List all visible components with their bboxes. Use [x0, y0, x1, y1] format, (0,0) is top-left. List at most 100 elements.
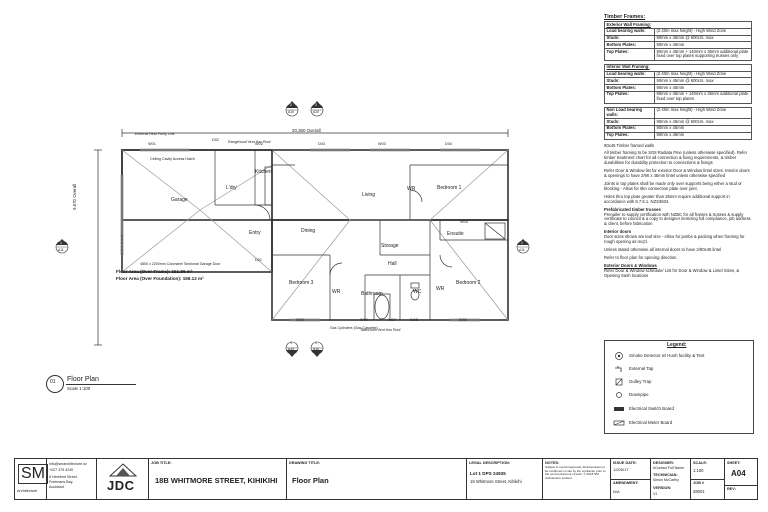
room-hall: Hall [388, 261, 397, 267]
job-title-cell: JOB TITLE: 18B WHITMORE STREET, KIHIKIHI [149, 459, 287, 499]
drawing-title-label: DRAWING TITLE: [289, 461, 321, 465]
interior-framing-table: Interior Wall Framing: Load bearing wall… [604, 63, 752, 104]
section-num: 1 [60, 241, 62, 245]
scale-cell: SCALE: 1:100 JOB # 28001 [691, 459, 725, 499]
notes-cell: NOTES: Subject to council approval. All … [543, 459, 611, 499]
room-dining: Dining [301, 228, 316, 234]
firm-logo: SM [18, 464, 48, 484]
overall-dimension: 20,360 Overall [292, 128, 321, 133]
job-title-label: JOB TITLE: [151, 461, 172, 465]
electrical-meter-board-icon [613, 420, 625, 426]
window-tag: W09 [360, 318, 368, 322]
legal-label: LEGAL DESCRIPTION: [469, 461, 511, 465]
gas-cylinders-note: Gas Cylinders (Gas Cassette) [330, 326, 378, 330]
spec-key: Load bearing walls: [604, 70, 655, 79]
contact-address-2: Freemans Bay, [49, 480, 74, 484]
window-tag: W07 [388, 318, 396, 322]
view-scale: Scale 1:100 [67, 386, 91, 391]
divider [691, 479, 725, 480]
section-num: 1 [521, 241, 523, 245]
window-tag: D03 [318, 142, 325, 146]
spec-value: (2.40m max height) - High Wind Zone [654, 70, 752, 79]
section-marker [310, 341, 324, 357]
doors-heading: Interior doors [604, 229, 632, 235]
legend-label: Gulley Trap [629, 379, 652, 384]
contact-address-1: 8 Hereford Street, [49, 475, 78, 479]
spec-value: 90mm x 45mm + 140mm x 35mm additional pl… [654, 48, 752, 61]
room-kitchen: Kitchen [255, 169, 272, 175]
section-sheet: A10 [313, 347, 320, 351]
legend-label: Electrical Meter Board [629, 420, 673, 425]
spec-value: (2.40m max height) - High Wind Zone [654, 106, 752, 120]
note-timber-grade: All timber framing to be SG8 Radiata Pin… [604, 150, 748, 166]
floor-plan-drawing [94, 129, 509, 346]
spec-value: (2.40m max height) - High Wind Zone [654, 27, 752, 36]
room-wr-3: WR [436, 286, 445, 292]
section-marker [55, 239, 69, 254]
legend-label: External Tap [629, 366, 654, 371]
external-heat-pump-note: External Heat Pump Unit [135, 132, 175, 136]
scale: 1:100 [693, 468, 704, 473]
smoke-detector-icon [615, 352, 623, 360]
window-tag: W06 [459, 318, 467, 322]
external-tap-icon [615, 366, 622, 372]
builder-logo-cell: JDC [97, 459, 149, 499]
section-marker [516, 239, 530, 254]
dates-cell: ISSUE DATE: 12/05/17 AMENDMENT: N/A [611, 459, 651, 499]
window-tag: W08 [296, 318, 304, 322]
amendment-label: AMENDMENT: [613, 481, 639, 485]
window-tag: W03 [378, 142, 386, 146]
note-frame-type: 90x45 Timber framed walls [604, 142, 655, 148]
ceiling-hatch-note: Ceiling Cavity Access Hatch [150, 157, 195, 161]
section-marker [285, 341, 299, 357]
notes-label: NOTES: [545, 461, 560, 465]
legend-panel: Legend: Smoke Detector w/ Hush facility … [604, 340, 754, 434]
prefab-heading: Prefabricated timber trusses [604, 206, 661, 212]
builder-logo: JDC [107, 478, 135, 493]
version-label: VERSION: [653, 486, 672, 490]
legend-label: Downpipe [629, 392, 649, 397]
section-num: 1 [290, 341, 292, 345]
window-tag: W01 [148, 142, 156, 146]
legend-label: Electrical Switch Board [629, 406, 674, 411]
room-wc: WC [413, 289, 422, 295]
section-marker [310, 101, 324, 117]
prefab-text: Prenailer to supply certification with N… [604, 211, 751, 227]
doors-lintel-text: Unless stated otherwise all internal doo… [604, 246, 722, 252]
section-sheet: A11 [58, 248, 64, 252]
legal-cell: LEGAL DESCRIPTION: Lot 1 DPS 24935 18 Wh… [467, 459, 543, 499]
ext-text: Refer Door & Window schedule/ List for D… [604, 267, 740, 278]
spec-key: Non Load bearing walls: [604, 106, 655, 120]
room-living: Living [362, 192, 376, 198]
rangehood-note: Rangehood Vent thru Roof [228, 140, 271, 144]
legend-title: Legend: [667, 342, 687, 348]
drawing-title: Floor Plan [292, 476, 329, 485]
room-wr-2: WR [332, 289, 341, 295]
room-laundry: L'dry [226, 185, 237, 191]
version: V1 [653, 492, 658, 496]
room-wr-1: WR [407, 186, 416, 192]
window-tag: D02 [212, 138, 219, 142]
issue-date-label: ISSUE DATE: [613, 461, 637, 465]
spec-key: Studs: [604, 77, 655, 86]
rev-label: REV: [727, 487, 736, 491]
floor-area-frame: Floor Area (Over Frame): 151.86 m² [116, 269, 193, 274]
spec-value: 90mm x 45mm @ 600crs. max [654, 77, 752, 86]
legend-item: Electrical Meter Board [605, 417, 753, 429]
legend-item: Gulley Trap [605, 376, 753, 388]
legend-item: Smoke Detector w/ Hush facility & Test [605, 350, 753, 362]
spec-title: Timber Frames: [604, 14, 646, 20]
interior-heading: Interior Wall Framing: [604, 63, 752, 72]
window-tag: D01 [255, 258, 262, 262]
room-bedroom-1: Bedroom 1 [437, 185, 462, 191]
section-num: 2 [290, 103, 292, 107]
people-cell: DESIGNER: #Contact Full Name TECHNICIAN:… [651, 459, 691, 499]
electrical-switch-board-icon [614, 407, 624, 411]
spec-value: 90mm x 45mm @ 600crs. max [654, 34, 752, 43]
notes-text: Subject to council approval. All dimensi… [545, 465, 606, 480]
designer: #Contact Full Name [653, 466, 684, 470]
window-tag: D04 [445, 142, 452, 146]
legend-item: Downpipe [605, 389, 753, 401]
divider [611, 479, 651, 480]
floor-area-foundation: Floor Area (Over Foundation): 159.12 m² [116, 276, 204, 281]
